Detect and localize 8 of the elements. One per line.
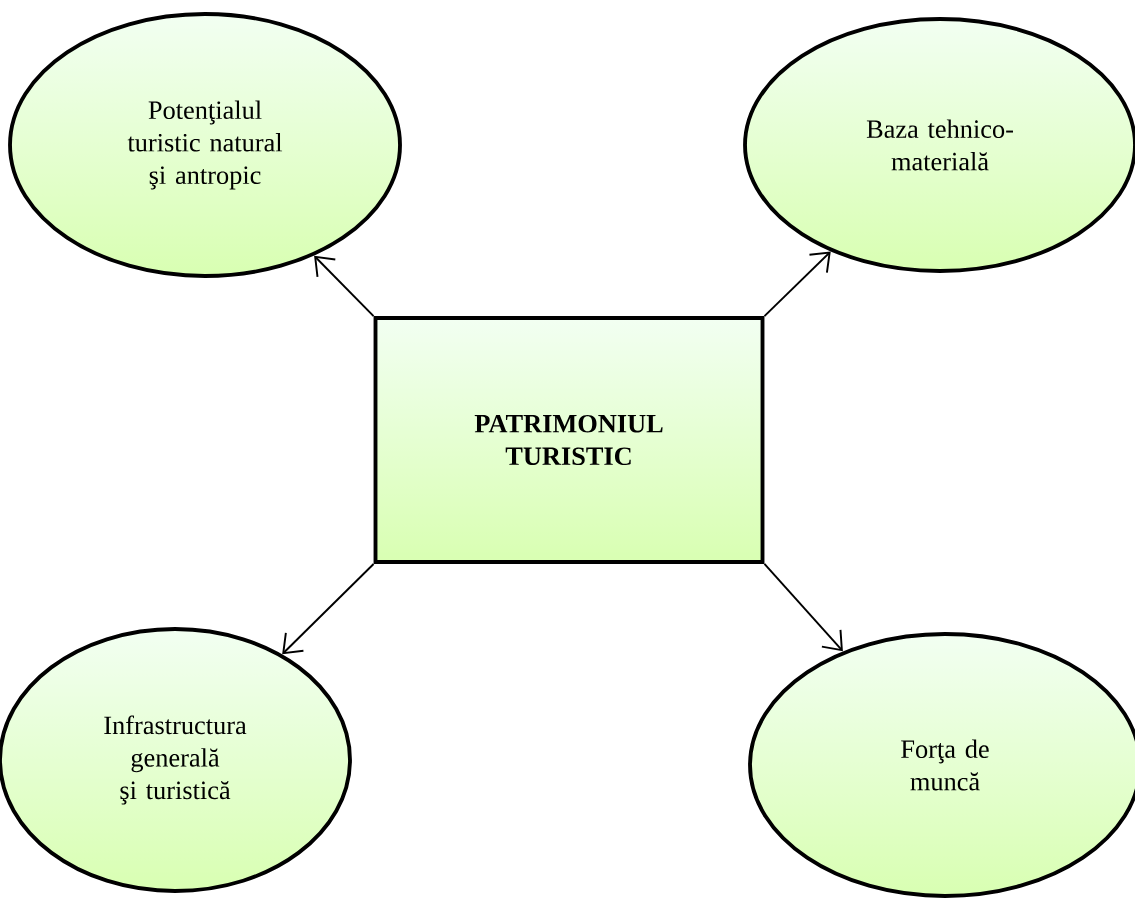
- central-box: PATRIMONIUL TURISTIC: [373, 316, 765, 564]
- arrow: [314, 255, 375, 318]
- arrow: [282, 562, 375, 655]
- arrow: [763, 562, 843, 652]
- ellipse-node: Baza tehnico-materială: [743, 17, 1135, 273]
- ellipse-node: Infrastructura generală şi turistică: [0, 627, 352, 893]
- ellipse-node: Potenţialul turistic natural şi antropic: [8, 12, 402, 278]
- arrow: [763, 251, 831, 318]
